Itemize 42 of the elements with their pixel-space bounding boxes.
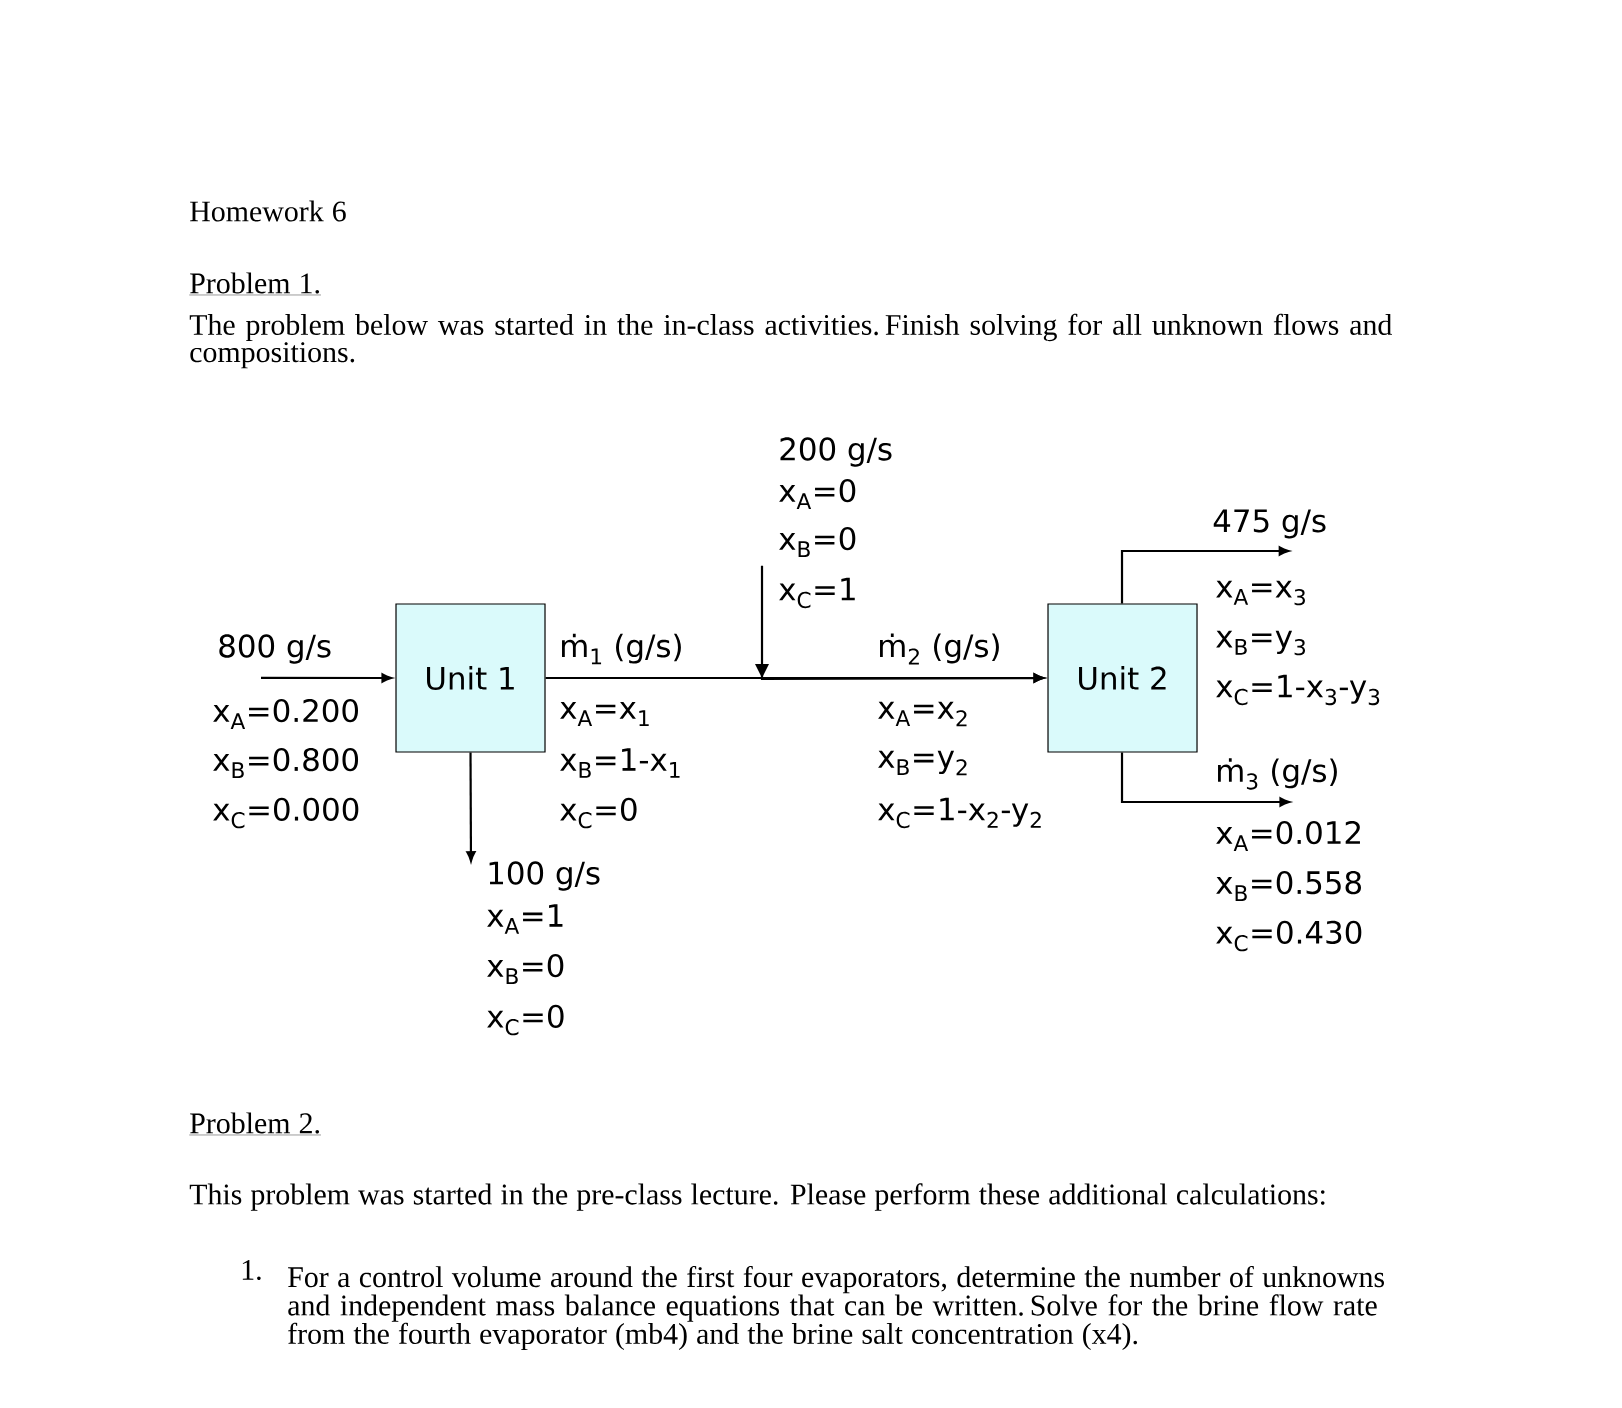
composition-label: x$_{B}$=0.800: [213, 747, 359, 779]
composition-label: x$_{C}$=0: [487, 1004, 564, 1036]
composition-label: x$_{B}$=y$_{3}$: [1216, 630, 1305, 656]
stream-label: ṁ$_{1}$ (g/s): [562, 633, 681, 665]
stream-label: x$_{A}$=x$_{2}$: [878, 701, 967, 727]
composition-label: x$_{A}$=x$_{3}$: [1216, 580, 1305, 606]
text: This problem was started in the pre-class lecture. Please perform these additional calculations:: [189, 1183, 1325, 1211]
stream-label: x$_{B}$=1-x$_{1}$: [560, 748, 680, 778]
stream-label: 800 g/s: [219, 634, 331, 664]
stream-label: ṁ$_{2}$ (g/s): [880, 633, 999, 665]
paragraph: The problem below was started in the in-class activities. Finish solving for all unknown flows and compositions.: [189, 313, 1392, 369]
heading: Problem 2.: [189, 1112, 322, 1136]
paragraph: For a control volume around the first four evaporators, determine the number of unknowns and independent mass balance equations that can be written. Solve for the brine flow rate from the fourth evaporator (mb4) and the brine salt concentration (x4).: [288, 1265, 1384, 1351]
unit-box: Unit 1: [395, 603, 546, 753]
stream-label: x$_{C}$=0: [560, 797, 637, 829]
composition-label: x$_{A}$=0: [779, 478, 856, 510]
text: 1.: [242, 1259, 261, 1281]
composition-label: x$_{B}$=0.558: [1216, 870, 1361, 902]
arrow: [1120, 752, 1291, 807]
composition-label: x$_{C}$=0.430: [1216, 920, 1362, 952]
stream-label: ṁ$_{3}$ (g/s): [1218, 758, 1337, 790]
composition-label: x$_{B}$=0: [779, 526, 856, 558]
heading: Homework 6: [190, 200, 346, 222]
stream-label: x$_{C}$=1-x$_{2}$-y$_{2}$: [878, 797, 1041, 829]
stream-label: x$_{A}$=x$_{1}$: [560, 701, 649, 727]
composition-label: x$_{C}$=1-x$_{3}$-y$_{3}$: [1216, 674, 1380, 706]
composition-label: x$_{C}$=1: [779, 577, 855, 609]
stream-label: x$_{B}$=y$_{2}$: [878, 750, 967, 776]
arrow: [261, 673, 393, 683]
stream-label: 475 g/s: [1213, 509, 1326, 539]
composition-label: x$_{C}$=0.000: [213, 797, 359, 829]
stream-label: 100 g/s: [489, 861, 600, 891]
arrow: [755, 565, 1045, 683]
unit-box: Unit 2: [1047, 603, 1198, 753]
arrow: [1120, 546, 1290, 604]
composition-label: x$_{A}$=1: [487, 904, 563, 934]
heading: Problem 1.: [189, 272, 322, 296]
arrow: [466, 752, 476, 862]
stream-label: 200 g/s: [780, 437, 892, 467]
composition-label: x$_{A}$=0.012: [1216, 820, 1360, 852]
composition-label: x$_{A}$=0.200: [213, 698, 358, 730]
composition-label: x$_{B}$=0: [487, 953, 564, 985]
